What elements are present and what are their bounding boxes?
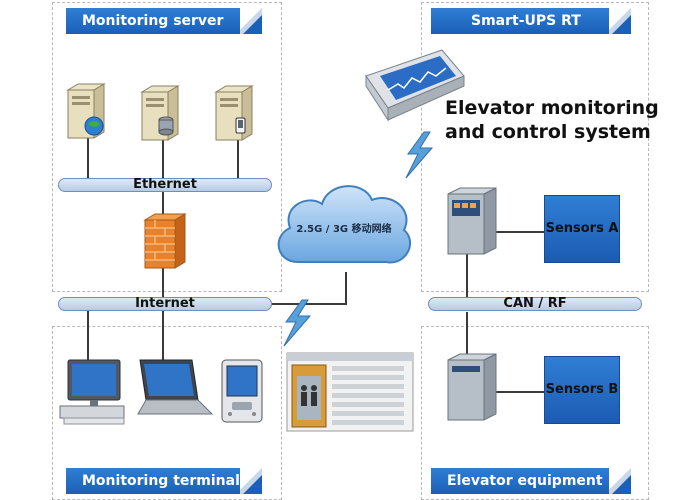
ethernet-bus: Ethernet bbox=[58, 178, 272, 192]
internet-bus: Internet bbox=[58, 297, 272, 311]
desktop-computer-icon bbox=[59, 359, 125, 425]
wire-server1 bbox=[87, 134, 89, 178]
cloud-label: 2.5G / 3G 移动网络 bbox=[296, 224, 392, 235]
wire-cloud-internet bbox=[272, 303, 347, 305]
tab-curl bbox=[240, 468, 262, 494]
wire-cloud-down bbox=[345, 272, 347, 305]
can-rf-label: CAN / RF bbox=[503, 296, 567, 311]
tab-curl bbox=[240, 8, 262, 34]
lightning-bolt-lower-icon bbox=[283, 299, 312, 347]
firewall-icon bbox=[143, 213, 187, 269]
smart-ups-label: Smart-UPS RT bbox=[471, 13, 581, 29]
wire-devB-bus bbox=[466, 312, 468, 356]
wire-firewall-top bbox=[162, 192, 164, 214]
wire-pc bbox=[87, 310, 89, 362]
elevator-equipment-tab: Elevator equipment bbox=[431, 468, 631, 494]
wire-laptop bbox=[162, 310, 164, 362]
ethernet-label: Ethernet bbox=[133, 177, 197, 192]
monitoring-terminal-tab: Monitoring terminal bbox=[66, 468, 262, 494]
sensors-b-label: Sensors B bbox=[545, 382, 619, 397]
software-screenshot-icon bbox=[286, 352, 414, 432]
wire-devA-sensors bbox=[496, 231, 544, 233]
server-mobile-icon bbox=[214, 85, 254, 141]
monitoring-server-tab: Monitoring server bbox=[66, 8, 262, 34]
wire-devA-bus bbox=[466, 254, 468, 298]
wire-server2 bbox=[162, 138, 164, 178]
smart-ups-tab: Smart-UPS RT bbox=[431, 8, 631, 34]
monitoring-terminal-label: Monitoring terminal bbox=[82, 473, 240, 489]
elevator-controller-b-icon bbox=[447, 353, 497, 421]
sensors-a-label: Sensors A bbox=[545, 221, 619, 236]
tab-curl bbox=[609, 468, 631, 494]
cloud-icon bbox=[277, 185, 411, 264]
laptop-icon bbox=[137, 359, 214, 415]
monitoring-server-label: Monitoring server bbox=[82, 13, 224, 29]
elevator-equipment-label: Elevator equipment bbox=[447, 473, 603, 489]
server-globe-icon bbox=[66, 83, 106, 139]
wire-devB-sensors bbox=[496, 391, 544, 393]
wire-server3 bbox=[237, 138, 239, 178]
tab-curl bbox=[609, 8, 631, 34]
internet-label: Internet bbox=[135, 296, 195, 311]
wire-firewall-bottom bbox=[162, 266, 164, 298]
ups-monitor-device-icon bbox=[365, 49, 465, 122]
lightning-bolt-upper-icon bbox=[405, 131, 434, 179]
handheld-terminal-icon bbox=[221, 359, 263, 423]
elevator-controller-a-icon bbox=[447, 187, 497, 255]
system-title-line2: and control system bbox=[445, 121, 651, 143]
server-database-icon bbox=[140, 85, 180, 141]
can-rf-bus: CAN / RF bbox=[428, 297, 642, 311]
sensors-a-box: Sensors A bbox=[544, 195, 620, 263]
sensors-b-box: Sensors B bbox=[544, 356, 620, 424]
system-title-line1: Elevator monitoring bbox=[445, 97, 659, 119]
